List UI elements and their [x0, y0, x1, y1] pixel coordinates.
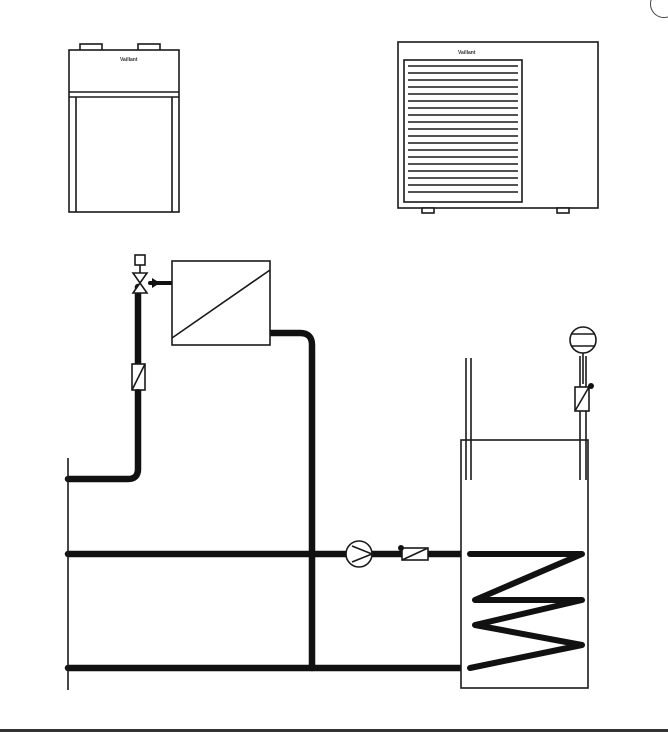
bottom-border: [0, 729, 668, 732]
outdoor-unit-louvres: [408, 65, 518, 193]
left-riser-pipe: [64, 283, 142, 483]
outdoor-unit: Vaillant: [397, 41, 599, 214]
check-valve-riser: [131, 363, 146, 395]
check-valve-supply: [398, 545, 429, 561]
three-way-valve: [131, 254, 174, 294]
indoor-unit-brand: Vaillant: [120, 57, 138, 63]
cylinder-coil: [467, 551, 585, 671]
outdoor-unit-brand: Vaillant: [458, 50, 476, 56]
indoor-unit: Vaillant: [68, 43, 180, 213]
hot-water-cylinder: [460, 356, 589, 689]
heat-exchanger: [171, 260, 271, 346]
circulation-pump: [345, 540, 373, 568]
check-valve-cold-water: [574, 383, 594, 412]
cold-water-pump: [569, 326, 597, 384]
heat-exchanger-return-pipe: [266, 329, 316, 672]
